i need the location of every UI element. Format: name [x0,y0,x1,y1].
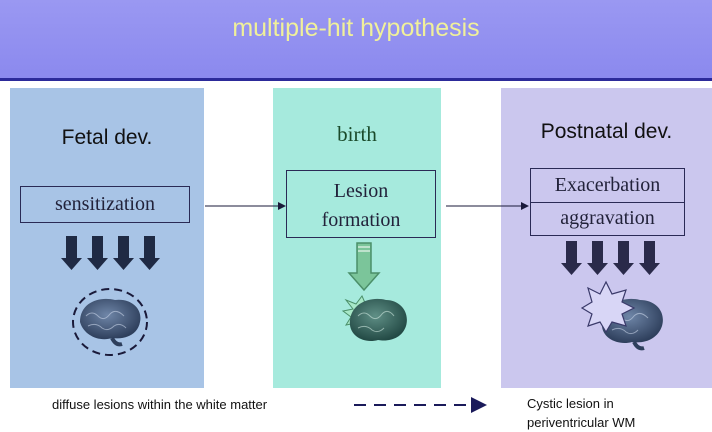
panel-fetal-development: Fetal dev. sensitization [10,88,204,388]
brain-icon [349,298,407,342]
down-arrow-icon [87,236,108,270]
panel-postnatal-development: Postnatal dev. Exacerbation aggravation [501,88,712,388]
down-arrow-icon [613,241,634,275]
title-banner [0,0,712,81]
box-exacerbation-line1: Exacerbation [531,169,684,203]
down-arrow-icon [61,236,82,270]
starburst-icon [580,280,636,334]
footer-diffuse-lesions: diffuse lesions within the white matter [52,397,268,412]
footer-cystic-line1: Cystic lesion in [527,396,614,411]
panel-heading-postnatal: Postnatal dev. [540,120,673,143]
box-exacerbation-line2: aggravation [560,207,655,229]
footer-cystic-line2: periventricular WM [527,415,636,430]
panel-birth: birth Lesion formation [273,88,441,388]
panel-heading-birth: birth [337,122,377,146]
box-lesion-line1: Lesion [333,180,389,202]
panel-heading-fetal: Fetal dev. [61,126,153,149]
box-lesion-line2: formation [321,209,401,231]
down-arrow-icon [347,242,381,292]
down-arrow-icon [561,241,582,275]
footer-cystic-lesion: Cystic lesion in periventricular WM [527,394,707,432]
down-arrow-icon [113,236,134,270]
down-arrow-icon [139,236,160,270]
brain-icon [72,288,148,356]
diagram-title: multiple-hit hypothesis [232,14,480,42]
box-exacerbation-aggravation: Exacerbation aggravation [530,168,685,236]
down-arrows-fetal [61,236,160,270]
down-arrow-icon [587,241,608,275]
box-lesion-formation: Lesion formation [286,170,436,238]
box-sensitization: sensitization [20,186,190,223]
down-arrow-icon [639,241,660,275]
down-arrows-postnatal [561,241,660,275]
